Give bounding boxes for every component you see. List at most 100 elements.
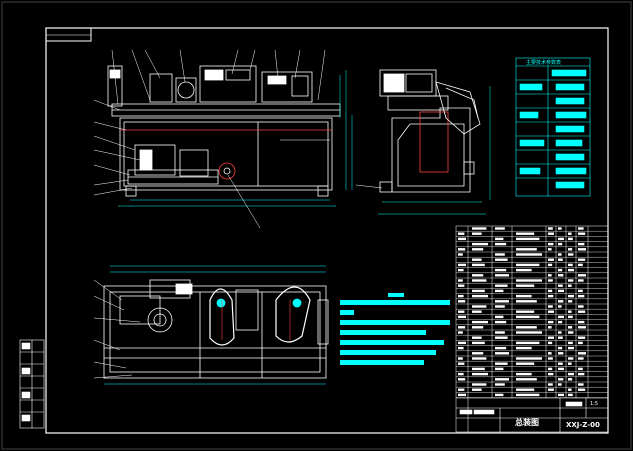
- parts-cell-mark: [578, 232, 586, 235]
- parts-cell-mark: [578, 248, 586, 251]
- parts-cell-mark: [568, 279, 574, 282]
- parts-cell-mark: [548, 341, 553, 345]
- parts-cell-mark: [558, 289, 564, 293]
- parts-cell-mark: [472, 341, 485, 345]
- frame-code-box: [45, 27, 92, 42]
- parts-cell-mark: [516, 388, 535, 391]
- parts-cell-mark: [568, 263, 573, 267]
- parts-cell-mark: [516, 331, 542, 334]
- parts-cell-mark: [578, 367, 583, 371]
- parts-cell-mark: [495, 268, 507, 272]
- parts-cell-mark: [516, 248, 537, 251]
- parts-cell-mark: [548, 310, 554, 313]
- parts-cell-mark: [516, 294, 532, 298]
- parts-cell-mark: [516, 378, 537, 381]
- parts-cell-mark: [568, 362, 572, 365]
- parts-cell-mark: [568, 378, 573, 381]
- parts-cell-mark: [472, 372, 488, 376]
- parts-cell-mark: [516, 310, 535, 313]
- parts-cell-mark: [578, 352, 586, 355]
- parts-cell-mark: [458, 237, 466, 241]
- parts-cell-mark: [516, 372, 532, 376]
- parts-cell-mark: [548, 274, 552, 277]
- parts-cell-mark: [472, 357, 487, 360]
- drawing-number: XXJ-Z-00: [566, 421, 600, 429]
- parts-cell-mark: [472, 310, 482, 313]
- parts-cell-mark: [458, 284, 465, 287]
- parts-cell-mark: [495, 320, 507, 324]
- parts-cell-mark: [568, 268, 574, 272]
- parts-cell-mark: [578, 372, 585, 376]
- parts-cell-mark: [558, 274, 564, 277]
- parts-cell-mark: [568, 284, 572, 287]
- roller-left: [209, 288, 235, 346]
- parts-cell-mark: [472, 352, 484, 355]
- parts-cell-mark: [472, 248, 484, 251]
- parts-cell-mark: [548, 248, 552, 251]
- parts-cell-mark: [458, 294, 464, 298]
- parts-cell-mark: [495, 258, 508, 261]
- parts-cell-mark: [516, 357, 542, 360]
- parts-cell-mark: [458, 357, 463, 360]
- parts-cell-mark: [495, 315, 504, 319]
- parts-cell-mark: [495, 237, 504, 241]
- parts-cell-mark: [548, 357, 553, 360]
- parts-cell-mark: [558, 362, 563, 365]
- parts-cell-mark: [578, 263, 583, 267]
- parts-cell-mark: [516, 232, 535, 235]
- parts-cell-mark: [516, 326, 537, 329]
- parts-cell-mark: [578, 294, 585, 298]
- parts-cell-mark: [458, 279, 463, 282]
- parts-cell-mark: [516, 315, 540, 319]
- parts-cell-mark: [516, 346, 532, 350]
- parts-cell-mark: [548, 305, 553, 308]
- parts-cell-mark: [548, 279, 553, 282]
- parts-cell-mark: [578, 341, 583, 345]
- parts-cell-mark: [548, 242, 554, 246]
- parts-cell-mark: [568, 341, 573, 345]
- parts-cell-mark: [548, 336, 554, 339]
- front-view-leaders: [93, 49, 330, 229]
- roller-right: [275, 286, 311, 343]
- parts-cell-mark: [558, 336, 563, 339]
- parts-cell-mark: [495, 346, 507, 350]
- parts-cell-mark: [568, 346, 574, 350]
- parts-cell-mark: [568, 393, 573, 397]
- parts-cell-mark: [578, 388, 586, 391]
- parts-cell-mark: [458, 253, 463, 256]
- parts-cell-mark: [568, 315, 573, 319]
- parts-cell-mark: [458, 268, 464, 272]
- parts-cell-mark: [495, 289, 504, 293]
- parts-cell-mark: [548, 372, 554, 376]
- parts-cell-mark: [578, 305, 584, 308]
- parts-cell-mark: [558, 367, 564, 371]
- parts-cell-mark: [495, 367, 504, 371]
- parts-cell-mark: [495, 393, 504, 397]
- parts-cell-mark: [578, 326, 586, 329]
- parts-cell-mark: [578, 383, 584, 386]
- parts-cell-mark: [578, 310, 586, 313]
- parts-cell-mark: [578, 274, 586, 277]
- parts-cell-mark: [548, 352, 552, 355]
- scale-label: 1:5: [590, 401, 599, 407]
- parts-cell-mark: [548, 258, 554, 261]
- parts-cell-mark: [516, 393, 540, 397]
- parts-cell-mark: [558, 227, 562, 230]
- parts-cell-mark: [548, 326, 552, 329]
- parts-cell-mark: [495, 253, 505, 256]
- parts-cell-mark: [472, 383, 487, 386]
- parts-cell-mark: [472, 227, 487, 230]
- parts-cell-mark: [568, 253, 574, 256]
- parts-cell-mark: [458, 300, 466, 303]
- parts-cell-mark: [578, 242, 585, 246]
- parts-cell-mark: [495, 242, 507, 246]
- parts-cell-mark: [472, 258, 482, 261]
- parts-cell-mark: [558, 268, 563, 272]
- parts-cell-mark: [458, 341, 466, 345]
- parts-cell-mark: [472, 388, 482, 391]
- parts-cell-mark: [558, 315, 564, 319]
- parts-cell-mark: [548, 232, 554, 235]
- parts-cell-mark: [458, 372, 464, 376]
- parts-cell-mark: [516, 279, 542, 282]
